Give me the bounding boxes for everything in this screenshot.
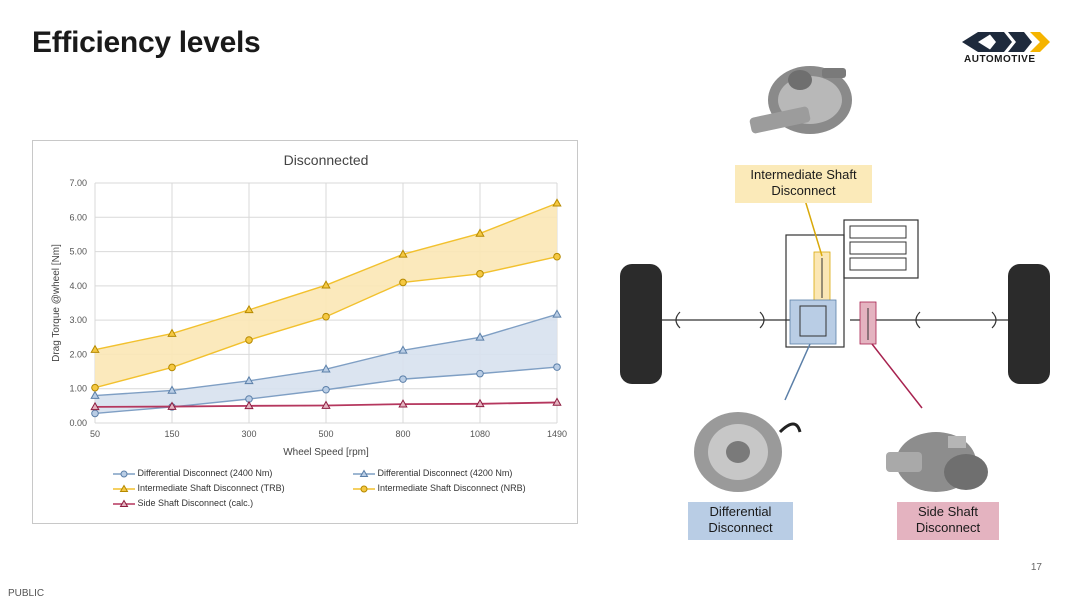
data-point: [90, 344, 100, 353]
data-point: [322, 312, 330, 321]
differential-highlight: [789, 299, 837, 345]
data-point: [321, 280, 331, 289]
differential-label: Differential Disconnect: [688, 502, 793, 540]
y-tick-label: 3.00: [69, 315, 87, 325]
classification-label: PUBLIC: [8, 588, 45, 599]
data-point: [245, 336, 253, 344]
y-tick-label: 1.00: [69, 384, 87, 394]
legend-item: Intermediate Shaft Disconnect (NRB): [353, 483, 526, 494]
gkn-logo: [962, 32, 1050, 52]
x-tick-label: 300: [241, 429, 256, 439]
y-tick-label: 4.00: [69, 281, 87, 291]
legend-swatch: [353, 469, 375, 477]
data-point: [553, 252, 561, 261]
left-wheel: [620, 264, 662, 384]
data-point: [552, 397, 562, 406]
series-band: [95, 203, 557, 388]
data-point: [167, 328, 177, 337]
chart-panel: Disconnected 0.00 1.00 2.00 3.00 4.00 5.00 6.00…: [32, 140, 578, 524]
data-point: [398, 249, 408, 258]
data-point: [90, 401, 100, 411]
data-point: [399, 278, 407, 287]
x-tick-label: 1490: [547, 429, 567, 439]
data-point: [167, 385, 177, 394]
y-tick-label: 5.00: [69, 247, 87, 257]
drag-torque-chart: Disconnected 0.00 1.00 2.00 3.00 4.00 5.00 6.00…: [51, 152, 567, 458]
data-point: [552, 198, 562, 207]
legend-item: Differential Disconnect (2400 Nm): [113, 468, 272, 479]
data-point: [321, 400, 331, 409]
y-tick-label: 0.00: [69, 418, 87, 428]
y-tick-label: 2.00: [69, 349, 87, 359]
legend-label: Intermediate Shaft Disconnect (TRB): [137, 483, 285, 493]
data-point: [476, 369, 484, 378]
driveline-diagram: Intermediate Shaft Disconnect Differenti…: [600, 60, 1070, 560]
legend-item: Intermediate Shaft Disconnect (TRB): [113, 483, 285, 494]
side-shaft-label: Side Shaft Disconnect: [897, 502, 999, 540]
x-tick-label: 150: [164, 429, 179, 439]
intermediate-shaft-image: [749, 66, 852, 134]
x-tick-label: 800: [395, 429, 410, 439]
legend-label: Differential Disconnect (2400 Nm): [137, 468, 273, 478]
y-axis-label: Drag Torque @wheel [Nm]: [51, 244, 62, 362]
data-point: [91, 383, 99, 392]
legend-label: Differential Disconnect (4200 Nm): [377, 468, 513, 478]
data-point: [553, 363, 561, 371]
intermediate-shaft-label: Intermediate Shaft Disconnect: [735, 165, 872, 203]
data-point: [476, 270, 484, 278]
legend-swatch: [353, 485, 375, 493]
data-point: [475, 398, 485, 408]
data-point: [321, 364, 331, 373]
x-tick-label: 50: [90, 429, 100, 439]
legend-label: Intermediate Shaft Disconnect (NRB): [377, 483, 526, 493]
legend-swatch: [113, 484, 135, 492]
data-point: [475, 332, 485, 341]
legend-swatch: [113, 499, 135, 507]
data-point: [168, 363, 176, 372]
data-point: [322, 385, 330, 394]
y-tick-label: 7.00: [69, 178, 87, 188]
x-tick-label: 1080: [470, 429, 490, 439]
legend-item: Side Shaft Disconnect (calc.): [113, 498, 253, 509]
series-band: [95, 314, 557, 414]
data-point: [398, 399, 408, 408]
driveline-schematic: [620, 66, 1050, 492]
x-tick-label: 500: [318, 429, 333, 439]
data-point: [90, 390, 100, 399]
y-tick-label: 6.00: [69, 212, 87, 222]
data-point: [398, 345, 408, 354]
logo-text: AUTOMOTIVE: [964, 54, 1036, 65]
data-point: [475, 228, 485, 237]
data-point: [399, 375, 407, 383]
legend-swatch: [113, 470, 135, 478]
data-point: [91, 409, 99, 418]
data-point: [167, 401, 177, 410]
chart-title: Disconnected: [284, 152, 369, 168]
data-point: [244, 375, 254, 385]
page-number: 17: [1030, 562, 1042, 573]
data-point: [552, 309, 562, 318]
x-axis-label: Wheel Speed [rpm]: [283, 447, 369, 458]
data-point: [244, 400, 254, 410]
slide-title: Efficiency levels: [32, 26, 261, 59]
legend-item: Differential Disconnect (4200 Nm): [353, 468, 512, 479]
side-shaft-image: [886, 432, 988, 492]
legend-label: Side Shaft Disconnect (calc.): [137, 498, 254, 508]
differential-image: [694, 412, 802, 492]
data-point: [244, 304, 254, 314]
right-wheel: [1008, 264, 1050, 384]
